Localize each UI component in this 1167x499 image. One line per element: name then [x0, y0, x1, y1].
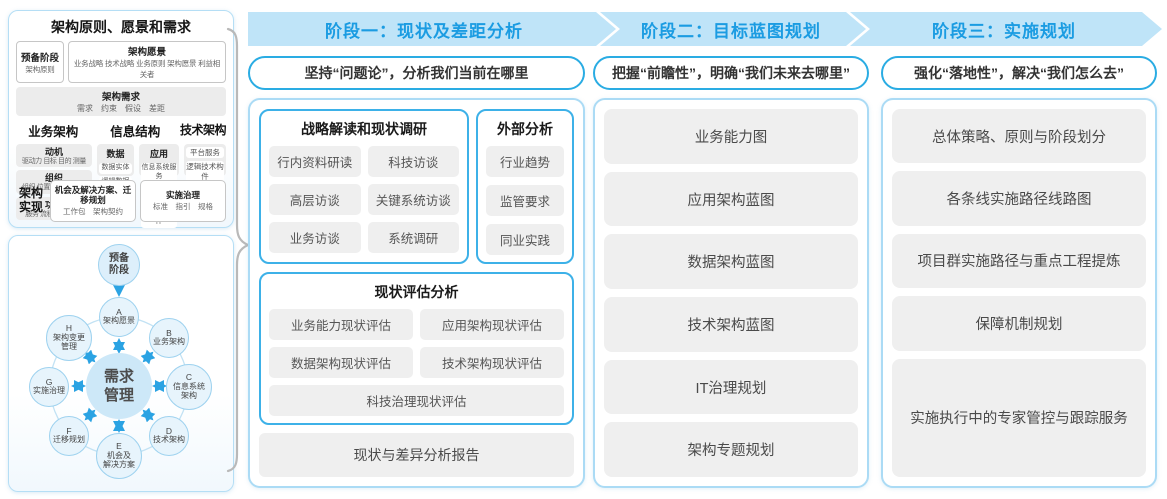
vision-sub: 业务战略 技术战略 业务原则 架构愿景 利益相关者: [73, 59, 221, 79]
external-chip: 监管要求: [486, 185, 564, 216]
assessment-wide-chip: 科技治理现状评估: [269, 385, 564, 416]
motivation-title: 动机: [44, 147, 63, 157]
center-b-arrow: [140, 349, 156, 365]
opportunities-title: 机会及解决方案、迁移规划: [54, 184, 132, 205]
motivation-box: 动机 驱动力 目标 目的 测量: [16, 144, 92, 168]
adm-prep-node: 预备 阶段: [98, 244, 140, 286]
architecture-vision-box: 架构愿景 业务战略 技术战略 业务原则 架构愿景 利益相关者: [68, 41, 226, 83]
adm-cycle-panel: 预备 阶段 A 架构愿景 B 业务架构 C 信息系统 架构 D 技术架构 E 机…: [8, 235, 234, 492]
application-column: 应用 信息系统服务 逻辑应用构件 物理应用构件: [139, 144, 179, 228]
strategy-chip: 业务访谈: [269, 222, 361, 253]
architecture-framework-panel: 架构原则、愿景和需求 预备阶段 架构原则 架构愿景 业务战略 技术战略 业务原则…: [8, 10, 234, 228]
architecture-realization-row: 架构实现 机会及解决方案、迁移规划 工作包 架构契约 实施治理 标准 指引 规格: [16, 180, 226, 222]
strategy-research-title: 战略解读和现状调研: [301, 121, 427, 137]
strategy-chip: 科技访谈: [367, 146, 459, 177]
framework-columns: 动机 驱动力 目标 目的 测量 组织 组织 位置 驱动者 角色 功能 服务 流程…: [16, 144, 226, 228]
requirements-sub: 需求 约束 假设 差距: [77, 104, 165, 113]
framework-title: 架构原则、愿景和需求: [51, 19, 191, 35]
phase3-subtitle: 强化“落地性”，解决“我们怎么去”: [881, 56, 1157, 90]
assessment-box: 现状评估分析 业务能力现状评估 应用架构现状评估 数据架构现状评估 技术架构现状…: [259, 272, 574, 425]
gap-analysis-report-box: 现状与差异分析报告: [259, 433, 574, 477]
phase3-item: 保障机制规划: [892, 296, 1146, 351]
phase1-content-box: 战略解读和现状调研 行内资料研读 科技访谈 高层访谈 关键系统访谈 业务访谈 系…: [248, 98, 585, 488]
governance-items: 标准 指引 规格: [153, 202, 213, 212]
application-chip: 信息系统服务: [141, 163, 177, 183]
application-column-title: 应用: [149, 149, 168, 159]
strategy-research-box: 战略解读和现状调研 行内资料研读 科技访谈 高层访谈 关键系统访谈 业务访谈 系…: [259, 109, 469, 264]
phase3-item: 实施执行中的专家管控与跟踪服务: [892, 358, 1146, 478]
prep-phase-sub: 架构原则: [25, 64, 55, 74]
phases-area: 阶段一：现状及差距分析 阶段二：目标蓝图规划 阶段三：实施规划 坚持“问题论”，…: [248, 0, 1167, 499]
strategy-chip: 系统调研: [367, 222, 459, 253]
data-column: 数据 数据实体 逻辑数据构件 物理数据构件: [97, 144, 134, 219]
adm-node-c: C 信息系统 架构: [166, 364, 212, 410]
strategy-chip: 高层访谈: [269, 184, 361, 215]
section-title-information: 信息结构: [110, 125, 161, 139]
technology-chip: 平台服务: [186, 147, 224, 159]
data-chip: 数据实体: [99, 163, 132, 174]
framework-top-row: 预备阶段 架构原则 架构愿景 业务战略 技术战略 业务原则 架构愿景 利益相关者: [16, 41, 226, 83]
adm-node-a: A 架构愿景: [99, 297, 139, 337]
strategy-chip: 行内资料研读: [269, 146, 361, 177]
phase2-item: 技术架构蓝图: [604, 297, 858, 352]
business-architecture-column: 动机 驱动力 目标 目的 测量 组织 组织 位置 驱动者 角色 功能 服务 流程…: [16, 144, 92, 221]
assessment-chip: 数据架构现状评估: [269, 347, 413, 378]
center-h-arrow: [82, 349, 98, 365]
section-title-technology: 技术架构: [179, 123, 227, 137]
motivation-items: 驱动力 目标 目的 测量: [21, 158, 87, 165]
prep-phase-box: 预备阶段 架构原则: [16, 41, 64, 83]
phase3-content-box: 总体策略、原则与阶段划分 各条线实施路径线路图 项目群实施路径与重点工程提炼 保…: [881, 98, 1157, 488]
external-chip: 同业实践: [486, 224, 564, 255]
opportunities-items: 工作包 架构契约: [63, 207, 123, 217]
phase2-item: 应用架构蓝图: [604, 171, 858, 227]
assessment-chip: 业务能力现状评估: [269, 309, 413, 340]
implementation-governance-box: 实施治理 标准 指引 规格: [140, 180, 226, 222]
phase3-item: 各条线实施路径线路图: [892, 171, 1146, 226]
adm-node-h: H 架构变更 管理: [46, 315, 92, 361]
architecture-requirements-box: 架构需求 需求 约束 假设 差距: [16, 87, 226, 116]
adm-node-d: D 技术架构: [149, 416, 189, 456]
center-f-arrow: [82, 407, 98, 423]
requirements-title: 架构需求: [101, 92, 140, 103]
center-d-arrow: [140, 407, 156, 423]
adm-node-e: E 机会及 解决方案: [96, 433, 142, 479]
framework-section-titles: 业务架构 信息结构 技术架构: [16, 121, 226, 140]
adm-node-b: B 业务架构: [149, 318, 189, 358]
phase3-item: 总体策略、原则与阶段划分: [892, 109, 1146, 164]
assessment-chip: 应用架构现状评估: [420, 309, 564, 340]
phase1-header: 阶段一：现状及差距分析: [325, 21, 523, 41]
strategy-chip: 关键系统访谈: [367, 184, 459, 215]
section-title-business: 业务架构: [28, 125, 79, 139]
phase1-header-band: 阶段一：现状及差距分析: [248, 12, 616, 46]
external-chip: 行业趋势: [486, 146, 564, 177]
phase2-subtitle: 把握“前瞻性”，明确“我们未来去哪里”: [593, 56, 869, 90]
external-analysis-box: 外部分析 行业趋势 监管要求 同业实践: [476, 109, 574, 264]
adm-node-g: G 实施治理: [29, 367, 69, 407]
phase2-header-band: 阶段二：目标蓝图规划: [600, 12, 866, 46]
phase1-subtitle: 坚持“问题论”，分析我们当前在哪里: [248, 56, 585, 90]
organization-title: 组织: [44, 173, 63, 184]
phase2-item: 数据架构蓝图: [604, 234, 858, 290]
phase2-content-box: 业务能力图 应用架构蓝图 数据架构蓝图 技术架构蓝图 IT治理规划 架构专题规划: [593, 98, 869, 488]
phase2-item: IT治理规划: [604, 359, 858, 415]
phase2-item: 架构专题规划: [604, 422, 858, 478]
phase3-header-band: 阶段三：实施规划: [850, 12, 1162, 46]
requirements-management-hub: 需求 管理: [86, 353, 152, 419]
phase3-item: 项目群实施路径与重点工程提炼: [892, 233, 1146, 289]
opportunities-migration-box: 机会及解决方案、迁移规划 工作包 架构契约: [50, 180, 136, 222]
realization-label: 架构实现: [18, 186, 43, 214]
vision-title: 架构愿景: [127, 47, 166, 58]
adm-prep-label: 预备 阶段: [109, 253, 129, 276]
phase2-header: 阶段二：目标蓝图规划: [641, 21, 821, 41]
phase3-header: 阶段三：实施规划: [932, 21, 1076, 41]
governance-title: 实施治理: [165, 189, 200, 200]
prep-phase-title: 预备阶段: [20, 52, 59, 64]
adm-node-f: F 迁移规划: [49, 416, 89, 456]
assessment-title: 现状评估分析: [374, 284, 459, 300]
external-analysis-title: 外部分析: [497, 121, 553, 137]
data-column-title: 数据: [106, 149, 125, 159]
phase2-item: 业务能力图: [604, 109, 858, 164]
assessment-chip: 技术架构现状评估: [420, 347, 564, 378]
technology-chip: 逻辑技术构件: [186, 161, 224, 183]
